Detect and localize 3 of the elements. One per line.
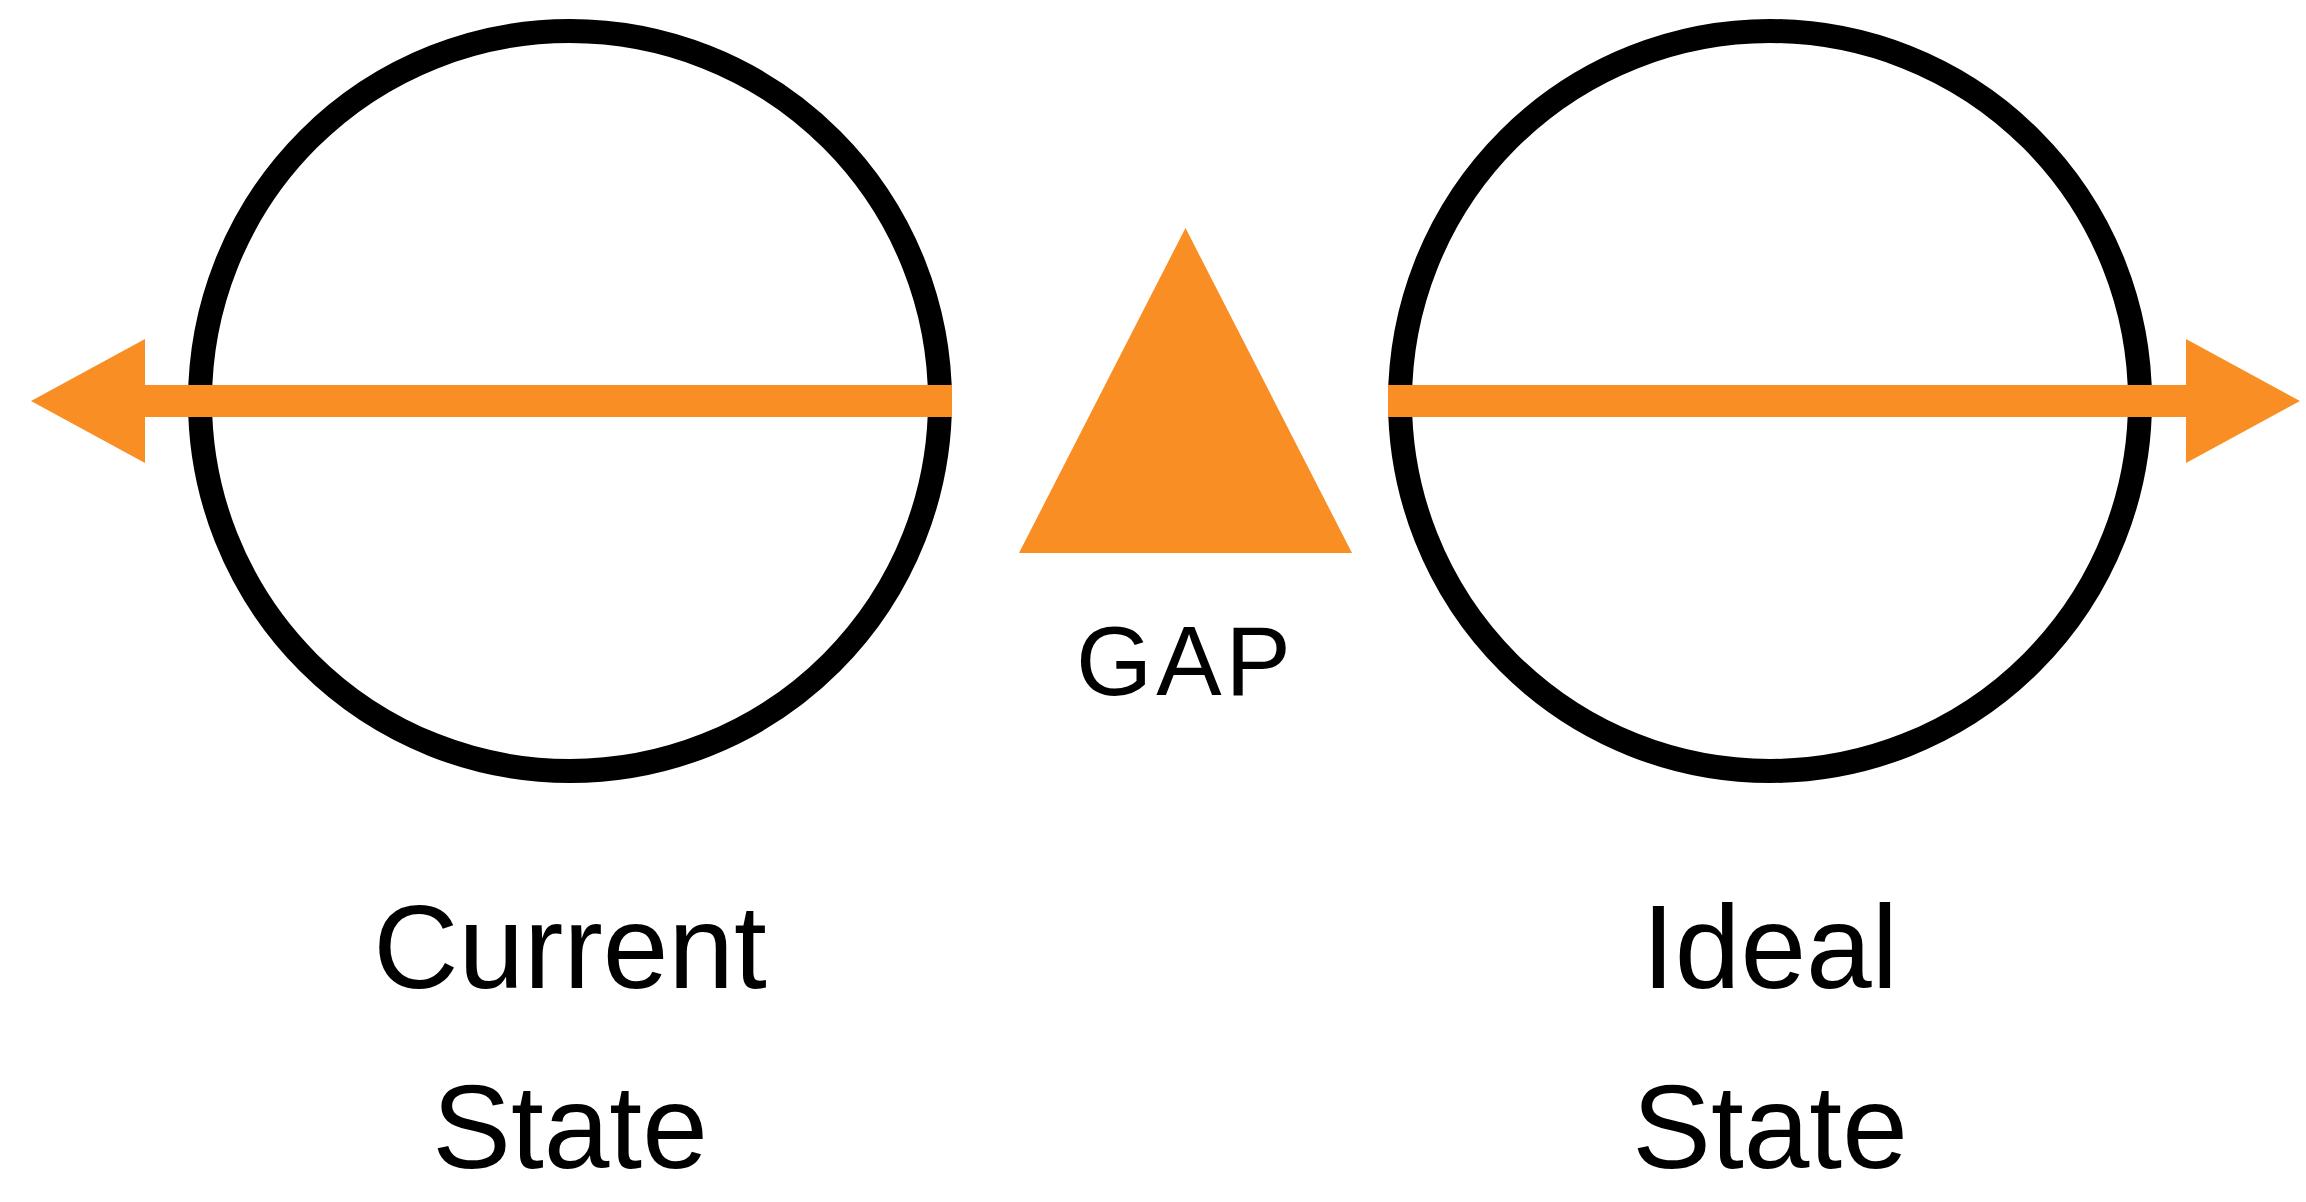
state-label: Ideal State	[1631, 880, 1909, 1195]
state-label: Current State	[372, 880, 768, 1195]
gap-label: GAP	[1075, 606, 1296, 716]
